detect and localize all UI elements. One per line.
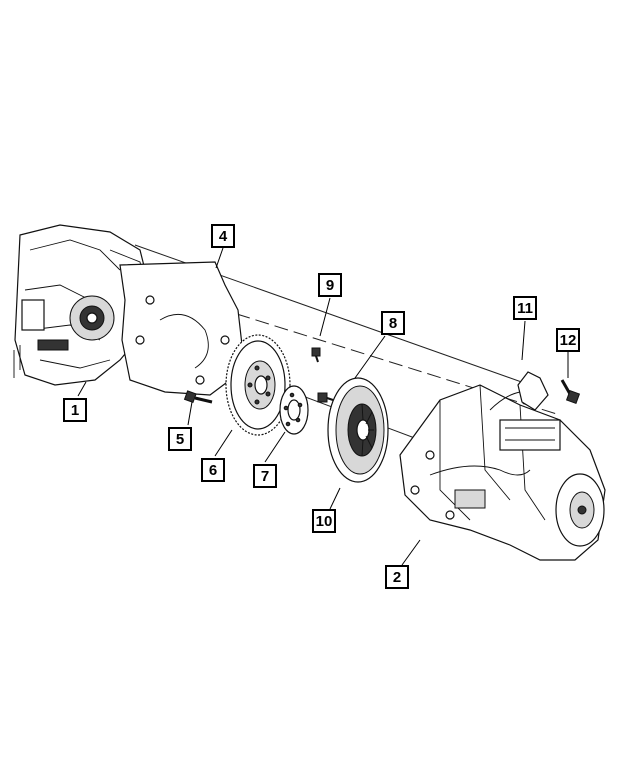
callout-4[interactable]: 4 xyxy=(211,224,235,248)
leader-lines xyxy=(77,247,569,566)
bolt-small xyxy=(317,392,334,403)
transmission xyxy=(399,384,606,561)
callout-8[interactable]: 8 xyxy=(381,311,405,335)
callout-11[interactable]: 11 xyxy=(513,296,537,320)
drive-plate xyxy=(279,385,309,435)
callout-10[interactable]: 10 xyxy=(312,509,336,533)
callout-2[interactable]: 2 xyxy=(385,565,409,589)
adapter-plate xyxy=(119,261,243,396)
callout-9[interactable]: 9 xyxy=(318,273,342,297)
callout-5[interactable]: 5 xyxy=(168,427,192,451)
callout-6[interactable]: 6 xyxy=(201,458,225,482)
bolt-12 xyxy=(560,379,581,405)
bolt-9 xyxy=(311,347,321,363)
callout-7[interactable]: 7 xyxy=(253,464,277,488)
callout-12[interactable]: 12 xyxy=(556,328,580,352)
clutch-assembly xyxy=(327,377,389,483)
flywheel xyxy=(225,334,291,436)
bracket-11 xyxy=(489,371,549,411)
bolt-5 xyxy=(183,390,213,404)
callout-1[interactable]: 1 xyxy=(63,398,87,422)
